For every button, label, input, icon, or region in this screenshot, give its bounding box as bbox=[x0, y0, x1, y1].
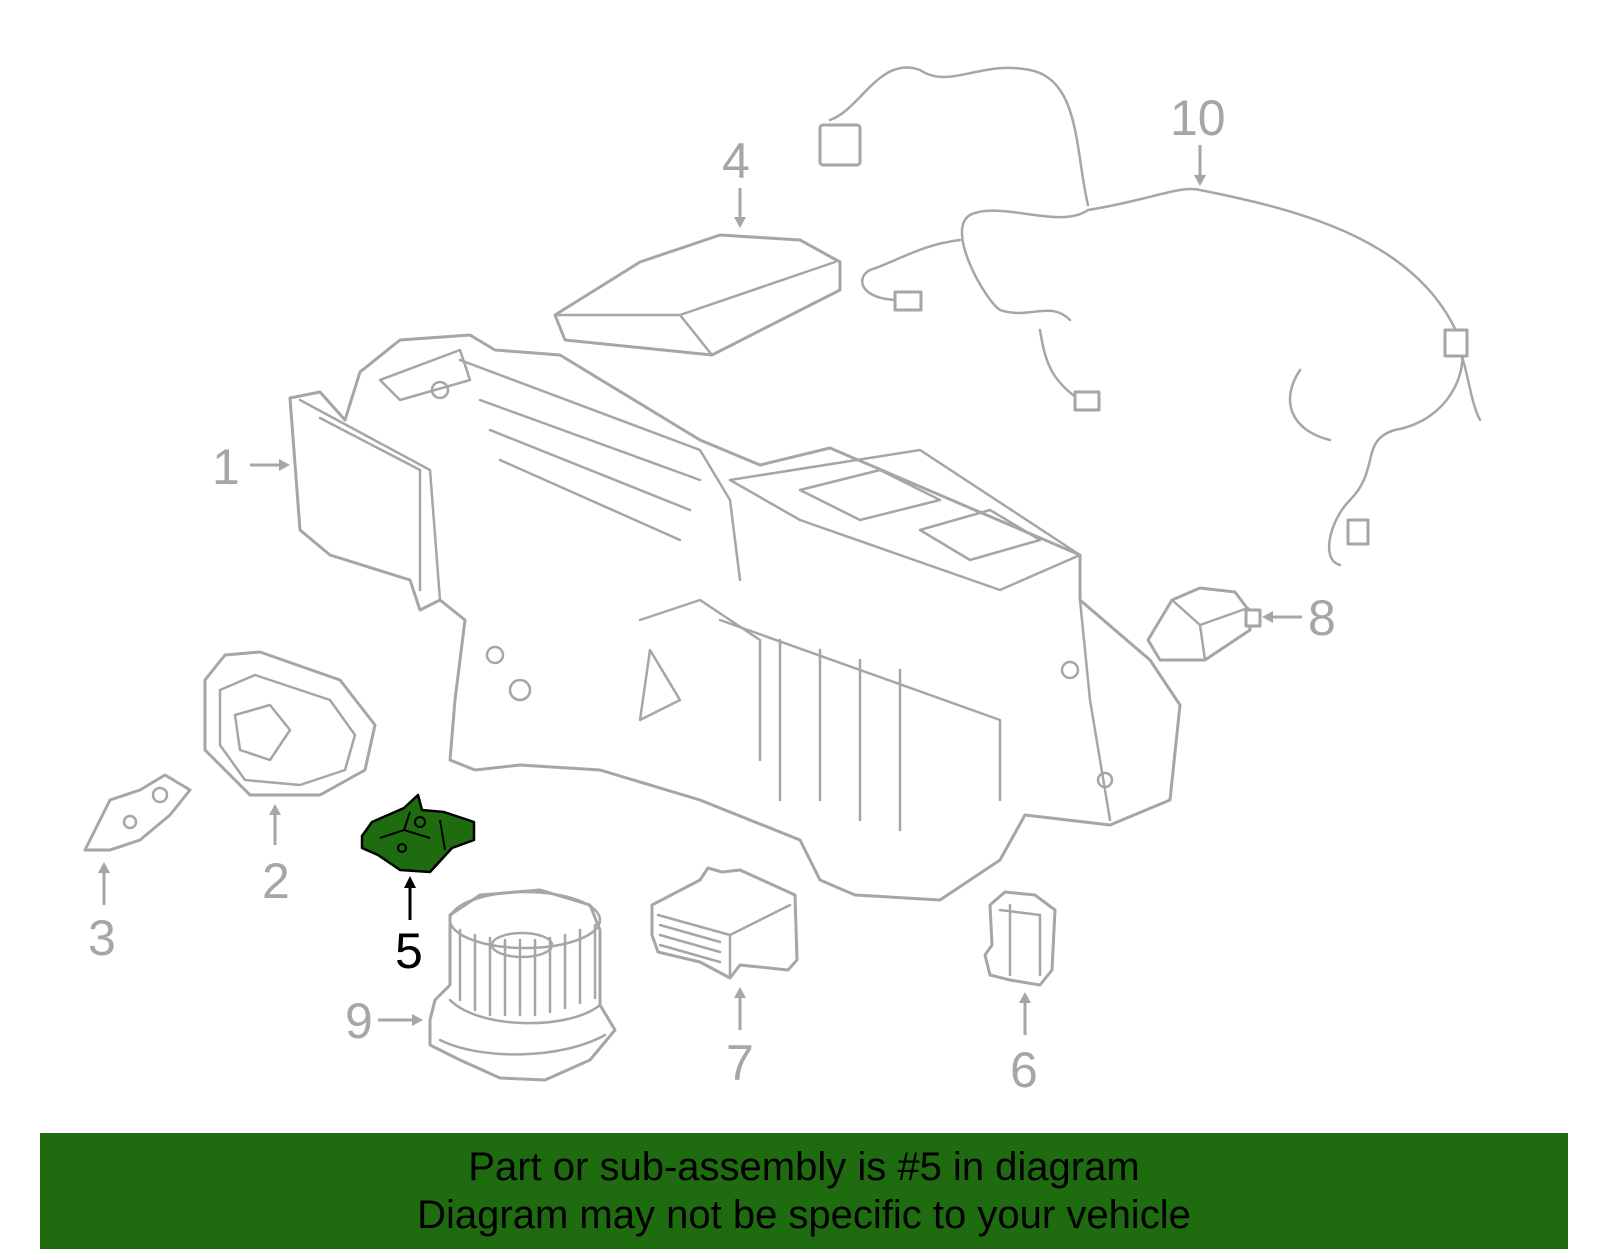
callout-3: 3 bbox=[88, 910, 116, 966]
callout-2: 2 bbox=[262, 853, 290, 909]
callout-6: 6 bbox=[1010, 1042, 1038, 1098]
callout-10: 10 bbox=[1170, 90, 1226, 146]
part-1-hvac-case bbox=[288, 333, 1182, 902]
callout-7: 7 bbox=[726, 1035, 754, 1091]
callout-1: 1 bbox=[212, 439, 240, 495]
footer-line-1: Part or sub-assembly is #5 in diagram bbox=[468, 1145, 1140, 1189]
footer-banner: Part or sub-assembly is #5 in diagram Di… bbox=[40, 1133, 1568, 1249]
part-5-actuator bbox=[360, 793, 476, 874]
part-6-sensor bbox=[983, 890, 1057, 987]
part-3-bracket bbox=[83, 773, 192, 852]
callout-8: 8 bbox=[1308, 590, 1336, 646]
footer-line-2: Diagram may not be specific to your vehi… bbox=[417, 1193, 1191, 1237]
part-4-filter bbox=[553, 233, 842, 357]
callout-4: 4 bbox=[722, 133, 750, 189]
part-2-housing bbox=[203, 650, 377, 797]
part-7-module bbox=[650, 866, 799, 980]
callout-9: 9 bbox=[345, 993, 373, 1049]
leader-arrows bbox=[98, 145, 1302, 1035]
callout-5: 5 bbox=[395, 923, 423, 979]
part-9-blower bbox=[428, 888, 617, 1082]
part-10-harness bbox=[818, 66, 1482, 567]
part-8-module bbox=[1146, 586, 1262, 662]
